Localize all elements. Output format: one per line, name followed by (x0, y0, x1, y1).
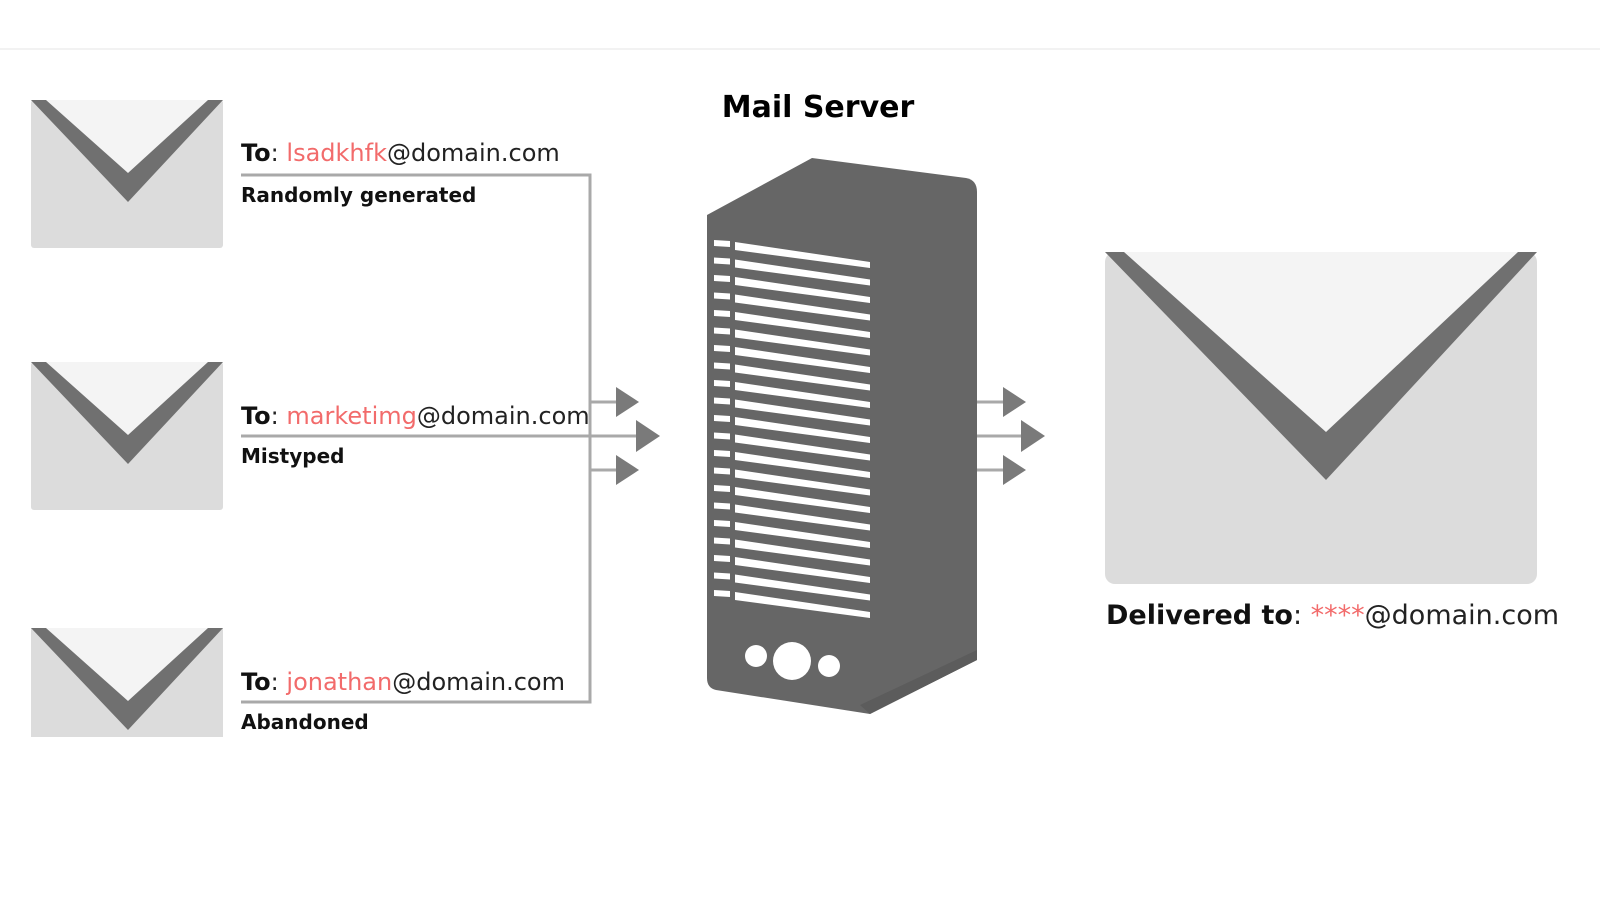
server-slot (735, 347, 870, 373)
server-slot (714, 467, 730, 475)
server-slot (714, 257, 730, 265)
envelope-icon (31, 628, 223, 737)
server-slot (735, 242, 870, 268)
server-slot (735, 557, 870, 583)
server-slot (714, 555, 730, 562)
server-slot (735, 277, 870, 303)
server-slot (714, 240, 730, 247)
server-slot (714, 292, 730, 300)
server-slot (735, 452, 870, 478)
server-slot (714, 502, 730, 510)
server-slot (714, 450, 730, 457)
envelope-icon (31, 362, 223, 510)
server-slot (735, 382, 870, 408)
arrow-icon (1003, 387, 1045, 485)
sender-1-address: To: lsadkhfk@domain.com (241, 139, 560, 167)
server-slot (735, 399, 870, 426)
server-slot (714, 537, 730, 545)
sender-2-address: To: marketimg@domain.com (241, 402, 590, 430)
server-slot (714, 520, 730, 527)
mail-server-icon (707, 158, 977, 714)
server-slot (714, 362, 730, 370)
server-slot (735, 434, 870, 461)
server-slot (714, 590, 730, 597)
sender-2-caption: Mistyped (241, 444, 344, 468)
server-slot (735, 364, 870, 391)
server-slot (735, 487, 870, 513)
server-slot (735, 539, 870, 566)
server-slot (735, 312, 870, 338)
server-slot (714, 485, 730, 492)
server-slot (735, 574, 870, 601)
sender-3-address: To: jonathan@domain.com (241, 668, 565, 696)
delivered-address: Delivered to: ****@domain.com (1106, 600, 1559, 631)
diagram-title: Mail Server (722, 90, 915, 125)
sender-3-caption: Abandoned (241, 710, 369, 734)
server-slot (714, 572, 730, 580)
server-slot (735, 294, 870, 321)
server-slot (714, 397, 730, 405)
server-slot (735, 417, 870, 443)
envelope-icon (1105, 252, 1537, 584)
output-lines (977, 400, 1022, 472)
server-slot (714, 415, 730, 422)
server-slot (714, 432, 730, 440)
server-slot (714, 380, 730, 387)
envelope-icon (31, 100, 223, 248)
server-slot (714, 275, 730, 282)
arrow-icon (616, 387, 660, 485)
server-slot (714, 345, 730, 352)
top-band (0, 0, 1600, 50)
server-slot (714, 327, 730, 335)
server-slot (735, 469, 870, 496)
server-slot (735, 592, 870, 618)
server-slot (735, 504, 870, 531)
server-slot (714, 310, 730, 317)
server-slot (735, 329, 870, 356)
connector-lines (241, 173, 640, 704)
server-slot (735, 259, 870, 286)
sender-1-caption: Randomly generated (241, 183, 476, 207)
server-slot (735, 522, 870, 548)
